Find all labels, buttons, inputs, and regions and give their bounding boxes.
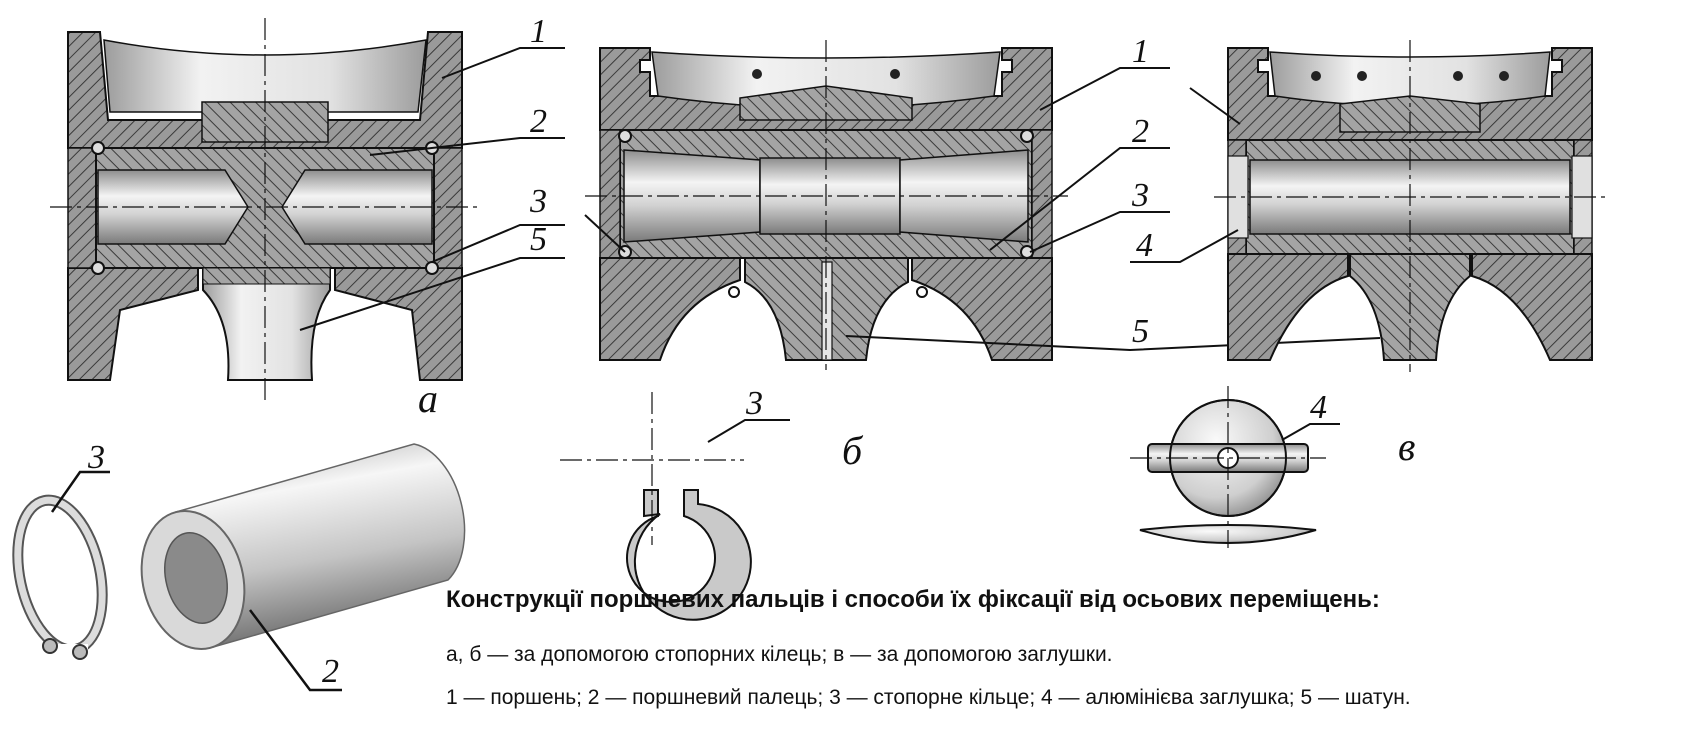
piston-skirt-b-left <box>599 257 741 361</box>
piston-skirt-b-right <box>911 257 1053 361</box>
piston-skirt-a-right <box>334 267 463 381</box>
callout-b-5: 5 <box>1132 313 1149 350</box>
view-a: 1 2 3 5 а <box>50 13 565 421</box>
callout-ring-3: 3 <box>745 385 763 422</box>
callout-iso-3: 3 <box>87 439 105 476</box>
iso-pin: 2 <box>140 443 466 692</box>
caption-line-fixation: а, б — за допомогою стопорних кілець; в … <box>446 643 1113 666</box>
view-v: 4 в <box>1130 40 1606 469</box>
subfigure-label-a: а <box>418 376 438 421</box>
view-b: 1 2 3 5 б <box>584 33 1381 473</box>
piston-skirt-v-right <box>1471 253 1593 361</box>
connecting-rod-a <box>202 267 331 381</box>
piston-skirt-v-left <box>1227 253 1349 361</box>
piston-skirt-a-left <box>67 267 199 381</box>
callout-b-2: 2 <box>1132 113 1149 150</box>
iso-ring: 3 <box>12 439 110 660</box>
retaining-ring-detail: 3 <box>560 385 790 621</box>
caption-line-legend: 1 — поршень; 2 — поршневий палець; 3 — с… <box>446 686 1411 709</box>
callout-plug-4: 4 <box>1310 389 1327 426</box>
subfigure-label-v: в <box>1398 424 1415 469</box>
callout-a-1: 1 <box>530 13 547 50</box>
callout-v-4: 4 <box>1136 227 1153 264</box>
callout-iso-2: 2 <box>322 653 339 690</box>
callout-b-3: 3 <box>1131 177 1149 214</box>
callout-a-2: 2 <box>530 103 547 140</box>
subfigure-label-b: б <box>842 428 864 473</box>
callout-a-5: 5 <box>530 221 547 258</box>
callout-a-3: 3 <box>529 183 547 220</box>
callout-b-1: 1 <box>1132 33 1149 70</box>
caption-title: Конструкції поршневих пальців і способи … <box>446 586 1380 613</box>
aluminum-plug-detail: 4 <box>1130 386 1340 548</box>
